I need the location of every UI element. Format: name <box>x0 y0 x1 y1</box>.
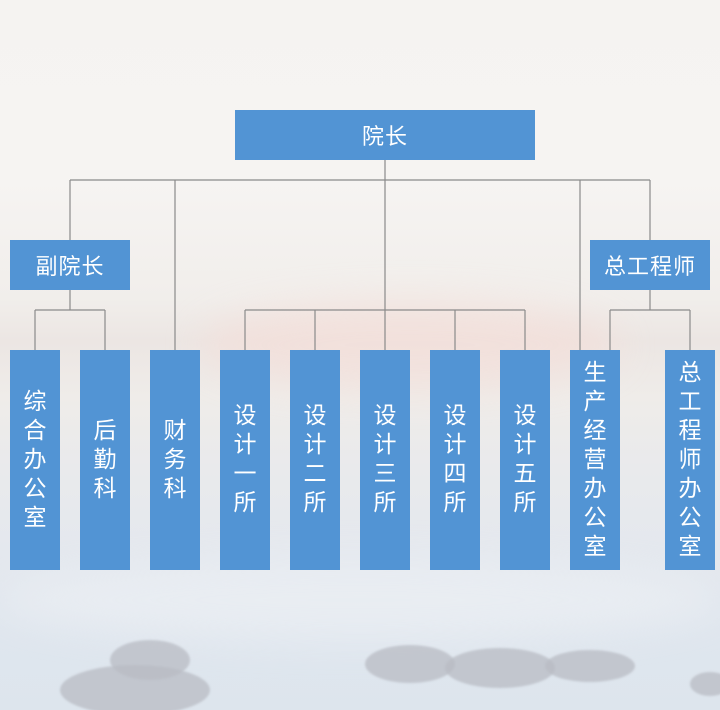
background-rock <box>110 640 190 680</box>
node-design-4: 设计四所 <box>430 350 480 570</box>
node-general-office: 综合办公室 <box>10 350 60 570</box>
node-president: 院长 <box>235 110 535 160</box>
background-rock <box>545 650 635 682</box>
node-design-1: 设计一所 <box>220 350 270 570</box>
node-chief-engineer-office: 总工程师办公室 <box>665 350 715 570</box>
node-logistics: 后勤科 <box>80 350 130 570</box>
node-design-5: 设计五所 <box>500 350 550 570</box>
node-vice-president: 副院长 <box>10 240 130 290</box>
background-rock <box>365 645 455 683</box>
node-design-3: 设计三所 <box>360 350 410 570</box>
node-chief-engineer: 总工程师 <box>590 240 710 290</box>
node-design-2: 设计二所 <box>290 350 340 570</box>
background-rock <box>690 672 720 696</box>
node-finance: 财务科 <box>150 350 200 570</box>
node-production-office: 生产经营办公室 <box>570 350 620 570</box>
background-rock <box>445 648 555 688</box>
